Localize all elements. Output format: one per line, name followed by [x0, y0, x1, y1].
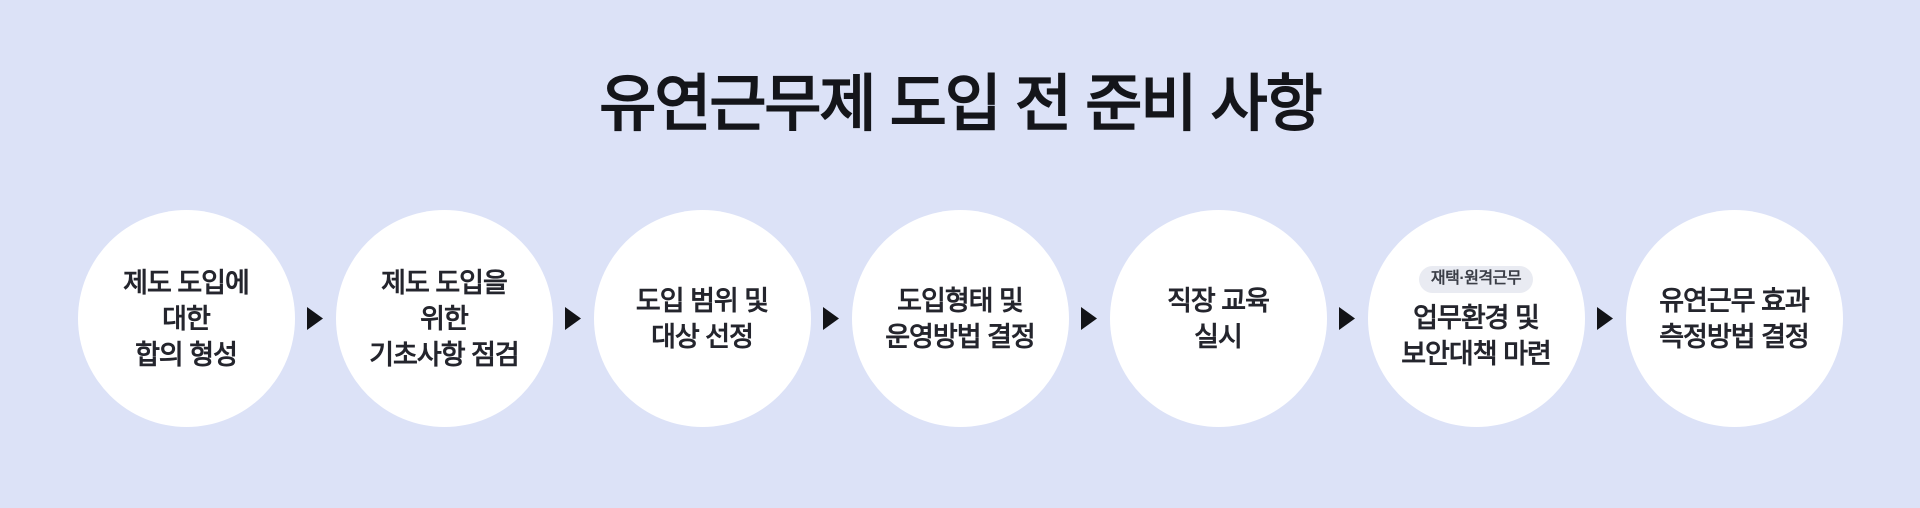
step-circle-3: 도입 범위 및 대상 선정 — [593, 210, 811, 427]
step-line: 직장 교육 — [1167, 285, 1270, 316]
step-line: 대상 선정 — [651, 321, 754, 352]
step-line: 도입형태 및 — [897, 285, 1024, 316]
step-line: 도입 범위 및 — [635, 285, 769, 316]
step-line: 위한 — [420, 303, 469, 334]
arrow-slot — [1327, 307, 1368, 330]
step-line: 운영방법 결정 — [885, 321, 1036, 352]
step-line: 제도 도입에 — [123, 267, 250, 298]
arrow-slot — [1069, 307, 1110, 330]
step-line: 제도 도입을 — [381, 267, 508, 298]
arrow-slot — [1585, 307, 1626, 330]
page-title: 유연근무제 도입 전 준비 사항 — [599, 70, 1322, 139]
step-line: 보안대책 마련 — [1401, 338, 1552, 369]
arrow-slot — [811, 307, 852, 330]
arrow-slot — [553, 307, 594, 330]
step-line: 유연근무 효과 — [1659, 285, 1810, 316]
step-line: 업무환경 및 — [1413, 302, 1540, 333]
process-flow: 제도 도입에 대한 합의 형성 제도 도입을 위한 기초사항 점검 도입 범위 … — [0, 210, 1920, 427]
step-line: 측정방법 결정 — [1659, 321, 1810, 352]
step-circle-7: 유연근무 효과 측정방법 결정 — [1625, 210, 1843, 427]
step-line: 합의 형성 — [135, 339, 238, 370]
telework-badge: 재택·원격근무 — [1418, 265, 1534, 293]
step-circle-1: 제도 도입에 대한 합의 형성 — [77, 210, 295, 427]
arrow-right-icon — [823, 307, 839, 330]
arrow-right-icon — [1081, 307, 1097, 330]
arrow-slot — [295, 307, 336, 330]
step-line: 대한 — [162, 303, 211, 334]
arrow-right-icon — [307, 307, 323, 330]
step-line: 기초사항 점검 — [369, 339, 520, 370]
step-circle-5: 직장 교육 실시 — [1109, 210, 1327, 427]
step-circle-2: 제도 도입을 위한 기초사항 점검 — [335, 210, 553, 427]
arrow-right-icon — [565, 307, 581, 330]
arrow-right-icon — [1339, 307, 1355, 330]
step-line: 실시 — [1194, 321, 1243, 352]
step-circle-4: 도입형태 및 운영방법 결정 — [851, 210, 1069, 427]
step-circle-6: 재택·원격근무 업무환경 및 보안대책 마련 — [1367, 210, 1585, 427]
arrow-right-icon — [1597, 307, 1613, 330]
